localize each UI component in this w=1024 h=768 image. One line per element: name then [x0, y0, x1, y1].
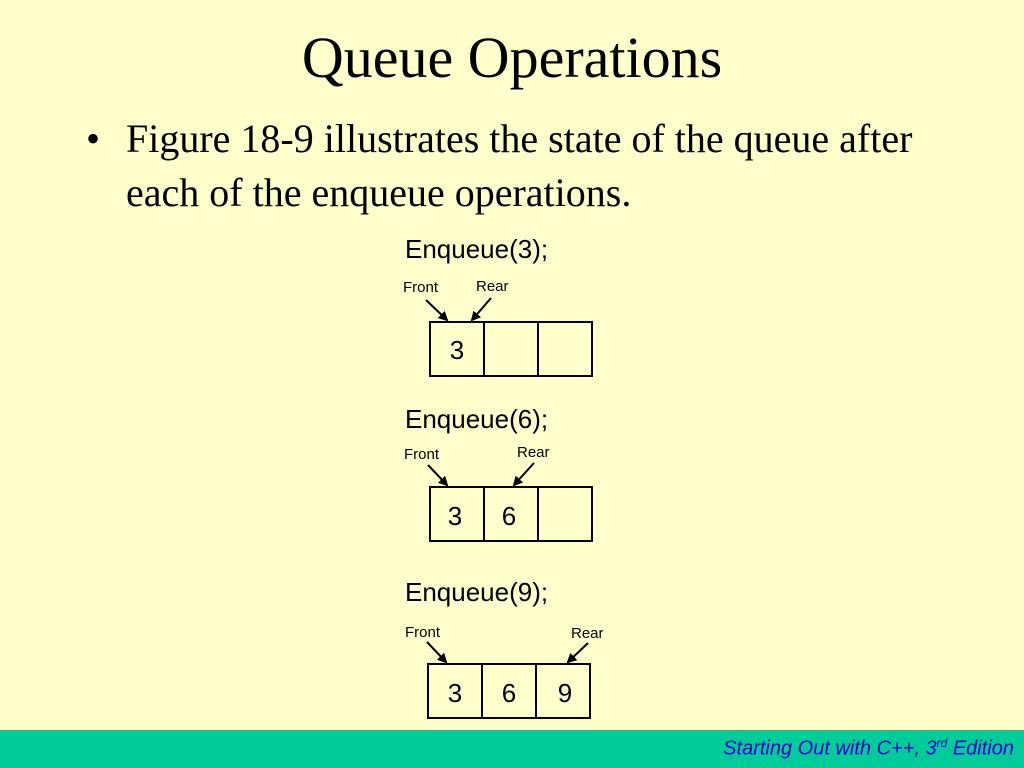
queue-cell — [535, 663, 591, 719]
queue-cell — [483, 321, 539, 377]
bullet-item: • Figure 18-9 illustrates the state of t… — [86, 112, 966, 220]
front-arrow — [427, 464, 449, 487]
rear-arrow — [512, 462, 535, 487]
bullet-marker: • — [86, 116, 101, 161]
rear-arrow — [470, 297, 492, 322]
front-label: Front — [404, 446, 440, 463]
operation-label: Enqueue(9); — [405, 577, 548, 607]
operation-label: Enqueue(6); — [405, 404, 548, 434]
operation-label: Enqueue(3); — [405, 234, 548, 264]
footer-text-main: Starting Out with C++, 3 — [723, 737, 937, 760]
front-label: Front — [403, 279, 439, 296]
footer-text-superscript: rd — [936, 736, 948, 750]
front-arrow — [426, 641, 448, 664]
queue-array: 3 — [429, 321, 593, 377]
enqueue-step-1: Enqueue(3); Front Rear 3 — [403, 234, 593, 377]
cell-value: 6 — [502, 501, 516, 531]
footer-text-end: Edition — [947, 737, 1014, 760]
cell-value: 6 — [502, 678, 516, 708]
cell-value: 3 — [448, 678, 462, 708]
slide-title: Queue Operations — [301, 25, 723, 90]
queue-cell — [537, 486, 593, 542]
rear-arrow — [566, 642, 589, 664]
rear-label: Rear — [517, 444, 550, 461]
enqueue-step-2: Enqueue(6); Front Rear 3 6 — [404, 404, 593, 542]
footer-bar: Starting Out with C++, 3rd Edition — [0, 730, 1024, 768]
front-arrow — [425, 299, 449, 322]
rear-label: Rear — [476, 278, 509, 295]
rear-label: Rear — [571, 625, 604, 642]
bullet-text: Figure 18-9 illustrates the state of the… — [126, 116, 913, 215]
queue-array: 3 6 — [429, 486, 593, 542]
queue-array: 3 6 9 — [427, 663, 591, 719]
queue-cell — [537, 321, 593, 377]
front-label: Front — [405, 624, 441, 641]
footer-text: Starting Out with C++, 3rd Edition — [723, 736, 1014, 761]
cell-value: 9 — [558, 678, 572, 708]
cell-value: 3 — [448, 501, 462, 531]
cell-value: 3 — [450, 335, 464, 365]
enqueue-step-3: Enqueue(9); Front Rear 3 6 9 — [405, 577, 604, 719]
